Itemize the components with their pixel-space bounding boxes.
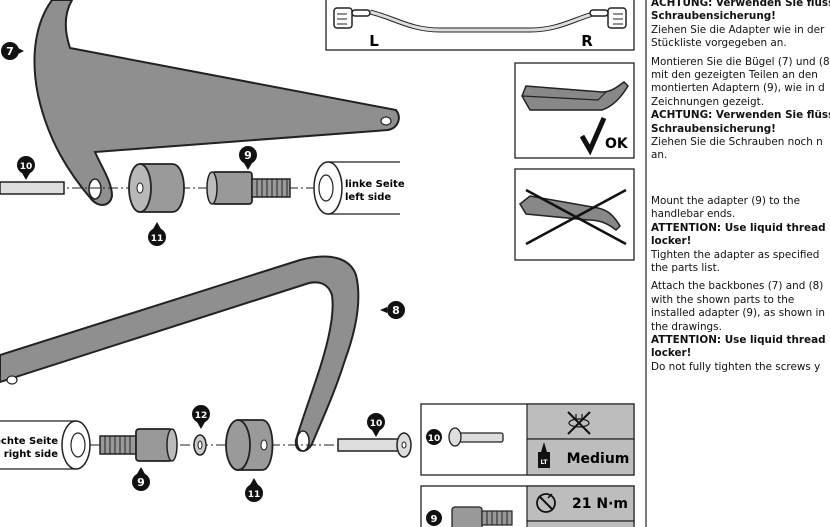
spec-adapter-9-icon	[451, 506, 513, 527]
attention-en-2: ATTENTION: Use liquid thread	[651, 334, 826, 347]
loctite-strength: Medium	[567, 451, 630, 467]
pointing-hand-right-icon	[589, 7, 627, 29]
para-en-3b: with the shown parts to the	[651, 293, 795, 306]
callout-11-bottom: 11	[245, 478, 263, 502]
para-en-3d: the drawings.	[651, 320, 722, 333]
para-de-3a: Ziehen Sie die Schrauben noch n	[651, 136, 823, 149]
adapter-9-bottom	[99, 428, 178, 462]
right-side-label-en: right side	[4, 449, 58, 460]
callout-9-bottom: 9	[132, 467, 150, 491]
svg-text:9: 9	[137, 476, 145, 489]
para-de-1b: Stückliste vorgegeben an.	[651, 37, 787, 50]
spec-bolt-10-icon	[448, 427, 504, 447]
callout-7: 7	[1, 42, 24, 60]
para-en-3c: installed adapter (9), as shown in	[651, 307, 825, 320]
left-marker: L	[369, 32, 379, 50]
para-en-1b: handlebar ends.	[651, 208, 736, 221]
spec-row-part-10: LT Medium 10	[420, 403, 635, 476]
callout-10-top: 10	[17, 156, 35, 180]
handlebar-end-left	[313, 161, 400, 215]
spacer-11-bottom	[225, 419, 274, 471]
right-side-label-de: rechte Seite	[0, 436, 58, 447]
torque-wrench-icon	[536, 493, 556, 513]
para-de-3b: an.	[651, 149, 668, 162]
para-de-2b: mit den gezeigten Teilen an den	[651, 69, 818, 82]
correct-orientation-box: OK	[514, 62, 635, 159]
checkmark-icon	[579, 116, 607, 156]
callout-8: 8	[380, 301, 405, 319]
svg-text:10: 10	[370, 419, 383, 429]
adapter-9-top	[206, 171, 291, 205]
para-de-2a: Montieren Sie die Bügel (7) und (8)	[651, 55, 830, 68]
ok-label: OK	[605, 136, 629, 152]
attention-de-2: ACHTUNG: Verwenden Sie flüss	[651, 109, 830, 122]
svg-text:8: 8	[392, 304, 400, 317]
callout-12: 12	[192, 405, 210, 429]
handlebar-diagram-box: L R	[325, 0, 635, 51]
callout-10-bottom: 10	[367, 413, 385, 437]
left-side-label-en: left side	[345, 192, 391, 203]
left-side-label-de: linke Seite	[345, 179, 405, 190]
instructions-german: ACHTUNG: Verwenden Sie flüss Schraubensi…	[651, 0, 830, 163]
attention-en-1: ATTENTION: Use liquid thread	[651, 221, 826, 234]
para-en-2a: Tighten the adapter as specified	[651, 248, 820, 261]
torque-value: 21 N·m	[572, 496, 628, 512]
bolt-10-bottom	[337, 432, 412, 458]
attention-de-1b: Schraubensicherung!	[651, 10, 776, 23]
svg-text:10: 10	[20, 162, 33, 172]
backbone-7	[33, 0, 400, 206]
svg-text:11: 11	[151, 234, 164, 244]
loctite-bottle-icon: LT	[538, 442, 550, 468]
backbone-8	[0, 255, 360, 452]
attention-de-1: ACHTUNG: Verwenden Sie flüss	[651, 0, 830, 9]
pointing-hand-left-icon	[333, 7, 371, 29]
callout-11-top: 11	[148, 222, 166, 246]
bolt-10-top	[0, 181, 65, 195]
svg-text:12: 12	[195, 411, 208, 421]
attention-en-2b: locker!	[651, 347, 692, 360]
incorrect-orientation-box	[514, 168, 635, 261]
washer-12	[193, 434, 207, 456]
cross-icon	[525, 188, 627, 246]
svg-text:LT: LT	[541, 459, 549, 466]
instructions-english: Mount the adapter (9) to the handlebar e…	[651, 195, 830, 374]
para-de-2d: Zeichnungen gezeigt.	[651, 95, 765, 108]
attention-de-2b: Schraubensicherung!	[651, 122, 776, 135]
para-en-3a: Attach the backbones (7) and (8)	[651, 280, 824, 293]
callout-9-top: 9	[239, 146, 257, 170]
para-en-4a: Do not fully tighten the screws y	[651, 360, 821, 373]
para-de-2c: montierten Adaptern (9), wie in d	[651, 82, 825, 95]
attention-en-1b: locker!	[651, 235, 692, 248]
svg-text:11: 11	[248, 490, 261, 500]
para-en-2b: the parts list.	[651, 262, 720, 275]
spec-row-part-9: 21 N·m 9	[420, 485, 635, 527]
handlebar-end-right	[0, 420, 91, 470]
para-en-1a: Mount the adapter (9) to the	[651, 195, 801, 207]
right-marker: R	[581, 32, 593, 50]
svg-text:7: 7	[6, 45, 14, 58]
para-de-1a: Ziehen Sie die Adapter wie in der	[651, 23, 825, 36]
spec-part-10-label: 10	[428, 434, 441, 444]
spacer-11-top	[128, 163, 185, 213]
no-grease-icon	[567, 411, 591, 435]
svg-text:9: 9	[244, 149, 252, 162]
spec-part-9-label: 9	[431, 514, 438, 525]
